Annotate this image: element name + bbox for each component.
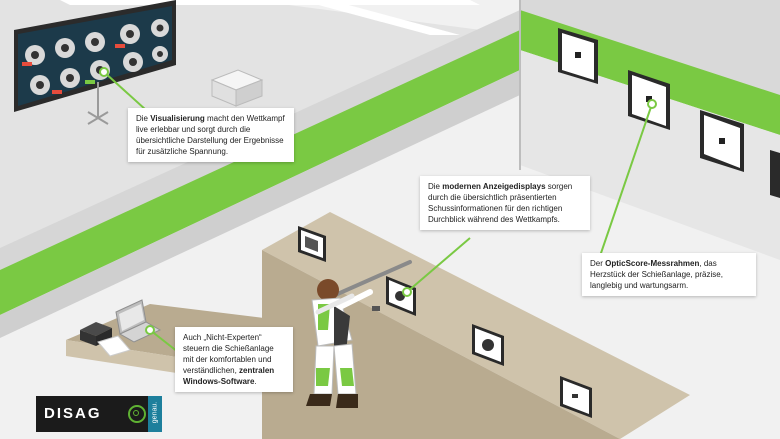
callout-text: Die — [136, 114, 151, 123]
callout-highlight: zentralen Windows-Software — [183, 366, 275, 386]
shooter-figure — [306, 260, 412, 408]
leader-markers — [99, 67, 657, 335]
ceiling-beam-2 — [60, 0, 480, 5]
counter-display-1 — [298, 226, 326, 262]
ceiling-beam — [300, 0, 460, 35]
callout-text: macht den Wettkampf live erlebbar und so… — [136, 114, 285, 156]
logo-brand: DISAG — [36, 396, 148, 432]
paper-sheet — [97, 335, 131, 357]
counter-display-3 — [472, 324, 504, 366]
printer — [80, 322, 112, 336]
target-frame-4 — [770, 150, 780, 198]
callout-text: Auch „Nicht-Experten“ steuern die Schieß… — [183, 333, 274, 375]
callout-highlight: modernen Anzeigedisplays — [442, 182, 546, 191]
disag-logo: DISAG genau. — [36, 396, 162, 432]
callout-text: Die — [428, 182, 443, 191]
callout-text: . — [254, 377, 257, 386]
logo-tagline-box: genau. — [148, 396, 162, 432]
callout-anzeigedisplays: Die modernen Anzeigedisplays sorgen durc… — [420, 176, 590, 230]
counter-display-2 — [386, 276, 416, 316]
callout-text: sorgen durch die übersichtlich präsentie… — [428, 182, 573, 224]
target-frame-3 — [700, 110, 744, 172]
counter-display-4 — [560, 376, 592, 418]
callout-text: , das Herzstück der Schießanlage, präzis… — [590, 259, 723, 290]
ammo-box — [372, 306, 380, 311]
target-ring-icon — [128, 405, 146, 423]
leader-lines — [103, 71, 653, 353]
left-wall-green-stripe — [0, 30, 520, 315]
right-wall-lower — [520, 50, 780, 260]
callout-software: Auch „Nicht-Experten“ steuern die Schieß… — [175, 327, 293, 392]
callout-text: Der — [590, 259, 606, 268]
logo-tagline: genau. — [151, 401, 159, 424]
callout-opticscore: Der OpticScore-Messrahmen, das Herzstück… — [582, 253, 756, 296]
left-wall-base — [0, 70, 520, 338]
callout-highlight: Visualisierung — [150, 114, 205, 123]
target-frame-1 — [558, 28, 598, 84]
callout-visualisierung: Die Visualisierung macht den Wettkampf l… — [128, 108, 294, 162]
callout-highlight: OpticScore-Messrahmen — [605, 259, 700, 268]
